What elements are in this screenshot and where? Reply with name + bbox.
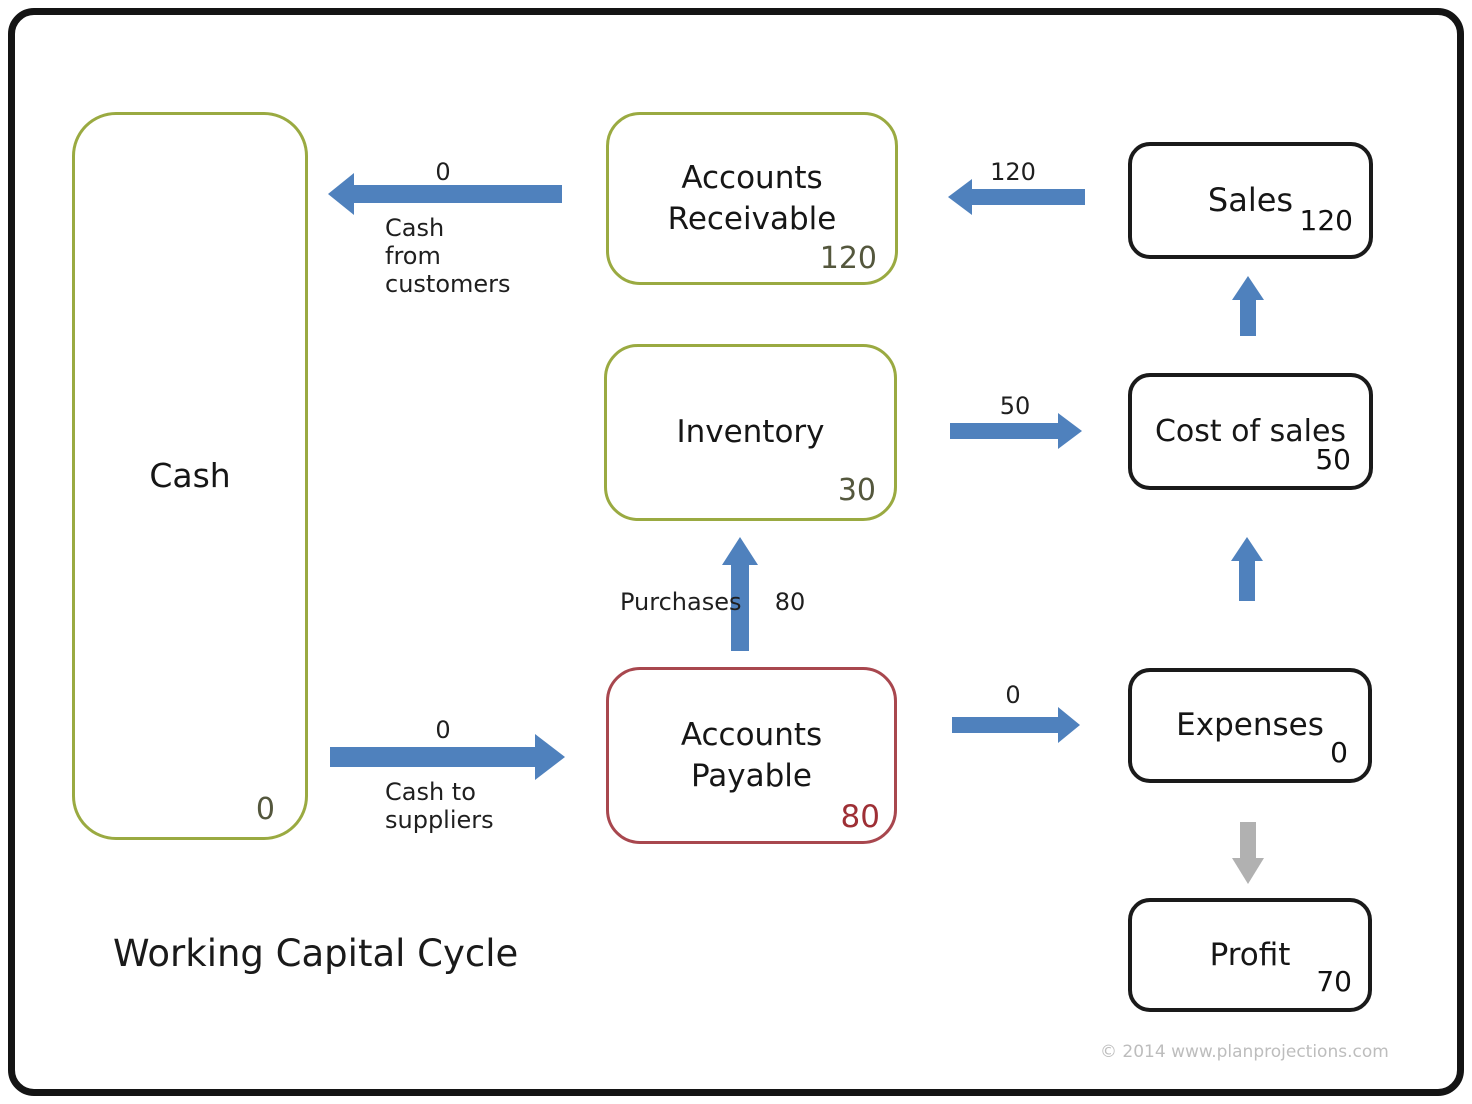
expenses-value: 0 — [1330, 736, 1348, 769]
sales-value: 120 — [1299, 204, 1353, 237]
profit-label: Profit — [1209, 936, 1291, 973]
inventory-value: 30 — [837, 473, 876, 508]
accounts-payable-label: Accounts Payable — [680, 717, 823, 794]
arrow-head-left-icon — [328, 173, 354, 215]
arrow-shaft — [1239, 559, 1255, 601]
arrow-shaft — [1240, 822, 1256, 858]
cash-value: 0 — [255, 792, 275, 827]
cash-label: Cash — [149, 455, 231, 495]
profit-value: 70 — [1316, 965, 1352, 998]
sales-to-receivables-amount: 120 — [990, 158, 1036, 186]
accounts-receivable-label: Accounts Receivable — [667, 160, 837, 237]
expenses-box: Expenses 0 — [1128, 668, 1372, 783]
arrow-shaft — [1240, 298, 1256, 336]
arrow-shaft — [731, 563, 749, 651]
accounts-receivable-box: Accounts Receivable 120 — [606, 112, 898, 285]
arrow-shaft — [950, 423, 1058, 439]
sales-box: Sales 120 — [1128, 142, 1373, 259]
arrow-head-right-icon — [1058, 707, 1080, 743]
cash-to-payables-caption: Cash to suppliers — [385, 778, 494, 834]
arrow-head-right-icon — [1058, 413, 1082, 449]
arrow-shaft — [352, 185, 562, 203]
accounts-payable-value: 80 — [840, 799, 880, 835]
inventory-to-cost-of-sales-amount: 50 — [999, 392, 1031, 420]
receivables-to-cash-amount: 0 — [435, 158, 451, 186]
inventory-box: Inventory 30 — [604, 344, 897, 521]
payables-to-inventory-amount: 80 — [774, 588, 806, 616]
profit-box: Profit 70 — [1128, 898, 1372, 1012]
cost-of-sales-box: Cost of sales 50 — [1128, 373, 1373, 490]
arrow-head-down-icon — [1232, 858, 1264, 884]
arrow-shaft — [330, 747, 535, 767]
cash-to-payables-amount: 0 — [435, 716, 451, 744]
inventory-label: Inventory — [676, 414, 825, 451]
cost-of-sales-label: Cost of sales — [1154, 414, 1347, 449]
cash-box: Cash 0 — [72, 112, 308, 840]
payables-to-inventory-caption: Purchases — [620, 588, 742, 616]
arrow-head-right-icon — [535, 734, 565, 780]
cost-of-sales-value: 50 — [1315, 443, 1351, 476]
accounts-payable-box: Accounts Payable 80 — [606, 667, 897, 844]
arrow-head-left-icon — [948, 179, 972, 215]
page-title: Working Capital Cycle — [113, 932, 519, 975]
receivables-to-cash-caption: Cash from customers — [385, 214, 511, 298]
arrow-head-up-icon — [1231, 537, 1263, 561]
sales-label: Sales — [1207, 180, 1294, 219]
arrow-shaft — [952, 717, 1058, 733]
copyright-text: © 2014 www.planprojections.com — [1100, 1042, 1389, 1062]
payables-to-expenses-amount: 0 — [1005, 681, 1021, 709]
expenses-label: Expenses — [1176, 707, 1324, 744]
arrow-head-up-icon — [722, 537, 758, 565]
arrow-head-up-icon — [1232, 276, 1264, 300]
arrow-shaft — [970, 189, 1085, 205]
accounts-receivable-value: 120 — [819, 241, 877, 276]
